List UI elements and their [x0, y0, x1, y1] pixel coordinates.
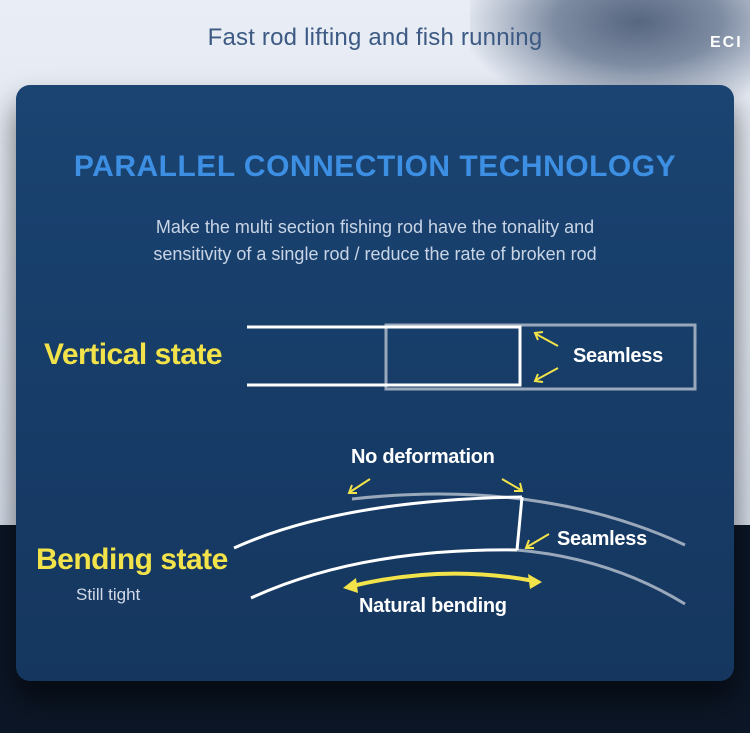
bending-seamless-label: Seamless [557, 528, 647, 550]
subtitle-line-1: Make the multi section fishing rod have … [155, 217, 595, 237]
vertical-outer-section [384, 323, 697, 391]
bending-outer-bottom [516, 548, 686, 606]
card-title: PARALLEL CONNECTION TECHNOLOGY [73, 150, 677, 183]
bending-inner-end [515, 496, 524, 551]
vertical-state-label: Vertical state [44, 338, 223, 371]
natural-bending-label: Natural bending [359, 595, 507, 617]
bending-state-label: Bending state [36, 543, 228, 576]
bending-seamless-arrow [524, 533, 550, 549]
vertical-seamless-label: Seamless [573, 345, 663, 367]
still-tight-label: Still tight [76, 585, 141, 604]
page-headline: Fast rod lifting and fish running [207, 24, 543, 51]
bending-outer-top [351, 492, 686, 547]
card-subtitle: Make the multi section fishing rod have … [0, 214, 750, 268]
no-deformation-label: No deformation [351, 446, 495, 468]
photo-brand-text: ECI [710, 34, 743, 51]
vertical-seamless-arrows [533, 331, 559, 383]
vertical-inner-section [247, 325, 522, 387]
no-deformation-arrows [347, 478, 524, 494]
bending-inner-top [233, 495, 523, 550]
natural-bending-arrow [343, 571, 542, 593]
subtitle-line-2: sensitivity of a single rod / reduce the… [153, 244, 597, 264]
bending-inner-bottom [250, 548, 518, 600]
